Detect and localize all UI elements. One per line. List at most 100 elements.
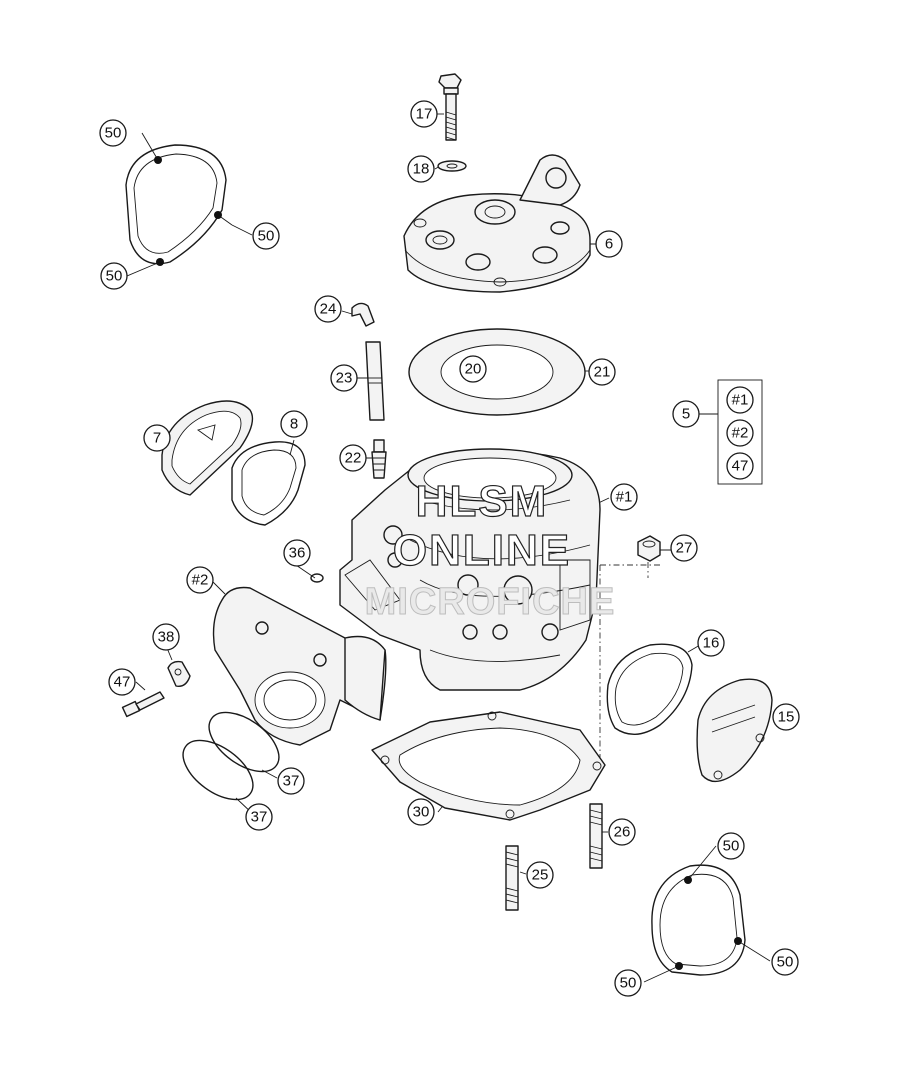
callout-37-upper: 37 <box>277 767 305 795</box>
bolt-17 <box>438 73 462 141</box>
nipple-22 <box>371 439 387 479</box>
svg-text:47: 47 <box>114 674 131 691</box>
callout-screw-47: 47 <box>108 668 136 696</box>
svg-text:7: 7 <box>153 430 161 447</box>
svg-text:18: 18 <box>413 161 430 178</box>
callout-50-a: 50 <box>99 119 127 147</box>
base-gasket-30 <box>371 711 606 821</box>
center-lines <box>599 562 660 770</box>
intake-manifold-2 <box>212 586 387 746</box>
plate-38 <box>167 660 191 687</box>
stud-26 <box>589 803 603 869</box>
callout-50-c: 50 <box>100 262 128 290</box>
watermark-line-3: MICROFICHE <box>365 581 616 623</box>
seal-50-lower <box>651 864 746 976</box>
watermark-line-1: HLSM <box>416 477 549 526</box>
seal-50-upper <box>125 144 227 266</box>
svg-text:38: 38 <box>158 629 175 646</box>
watermark: HLSM ONLINE MICROFICHE <box>364 476 616 623</box>
callout-50-d: 50 <box>717 832 745 860</box>
leader-lines <box>126 113 771 983</box>
callout-cylinder-1: #1 <box>610 483 638 511</box>
svg-text:15: 15 <box>778 709 795 726</box>
callout-37-lower: 37 <box>245 803 273 831</box>
callout-50-f: 50 <box>614 969 642 997</box>
svg-text:50: 50 <box>258 228 275 245</box>
o-ring-36 <box>310 573 324 583</box>
callout-21: 21 <box>588 358 616 386</box>
svg-text:47: 47 <box>732 458 749 475</box>
svg-text:20: 20 <box>465 361 482 378</box>
svg-text:5: 5 <box>682 406 690 423</box>
callout-15: 15 <box>772 703 800 731</box>
screw-47 <box>121 691 165 718</box>
svg-text:50: 50 <box>777 954 794 971</box>
washer-18 <box>437 160 467 172</box>
callout-5: 5 <box>672 400 700 428</box>
stud-25 <box>505 845 519 911</box>
svg-text:24: 24 <box>320 301 337 318</box>
callout-24: 24 <box>314 295 342 323</box>
svg-text:36: 36 <box>289 545 306 562</box>
kit-box-5 <box>717 379 763 485</box>
svg-text:27: 27 <box>676 540 693 557</box>
hose-23 <box>365 341 385 421</box>
callout-16: 16 <box>697 629 725 657</box>
svg-text:26: 26 <box>614 824 631 841</box>
svg-text:22: 22 <box>345 450 362 467</box>
cover-15 <box>696 678 773 783</box>
svg-text:25: 25 <box>532 867 549 884</box>
cover-gasket-8 <box>231 441 306 526</box>
svg-text:16: 16 <box>703 635 720 652</box>
callout-22: 22 <box>339 444 367 472</box>
callout-25: 25 <box>526 861 554 889</box>
callout-20: 20 <box>459 355 487 383</box>
callout-kit-1: #1 <box>726 386 754 414</box>
callout-kit-47: 47 <box>726 452 754 480</box>
callout-30: 30 <box>407 798 435 826</box>
svg-text:#2: #2 <box>732 425 749 442</box>
svg-text:37: 37 <box>251 809 268 826</box>
svg-text:50: 50 <box>723 838 740 855</box>
callout-manifold-2: #2 <box>186 566 214 594</box>
o-ring-37-lower <box>182 739 254 801</box>
o-ring-37-upper <box>208 711 280 773</box>
cover-gasket-16 <box>606 643 693 735</box>
elbow-fitting-24 <box>351 302 375 327</box>
cover-gasket-7 <box>161 400 254 496</box>
svg-text:#1: #1 <box>732 392 749 409</box>
callout-18: 18 <box>407 155 435 183</box>
svg-text:17: 17 <box>416 106 433 123</box>
callout-6: 6 <box>595 230 623 258</box>
head-gasket-21 <box>408 328 586 416</box>
svg-text:50: 50 <box>105 125 122 142</box>
callout-kit-2: #2 <box>726 419 754 447</box>
cylinder-head-6 <box>403 154 591 293</box>
cylinder-1 <box>339 448 601 691</box>
svg-text:37: 37 <box>283 773 300 790</box>
svg-text:#2: #2 <box>192 572 209 589</box>
callout-50-b: 50 <box>252 222 280 250</box>
svg-text:8: 8 <box>290 416 298 433</box>
svg-text:50: 50 <box>106 268 123 285</box>
svg-text:30: 30 <box>413 804 430 821</box>
callout-50-e: 50 <box>771 948 799 976</box>
svg-text:#1: #1 <box>616 489 633 506</box>
svg-text:21: 21 <box>594 364 611 381</box>
watermark-line-2: ONLINE <box>393 526 571 575</box>
nut-27 <box>637 535 661 562</box>
svg-text:23: 23 <box>336 370 353 387</box>
callout-26: 26 <box>608 818 636 846</box>
callout-7: 7 <box>143 424 171 452</box>
callout-23: 23 <box>330 364 358 392</box>
callout-36: 36 <box>283 539 311 567</box>
callout-27: 27 <box>670 534 698 562</box>
callout-17: 17 <box>410 100 438 128</box>
callout-8: 8 <box>280 410 308 438</box>
svg-text:6: 6 <box>605 236 613 253</box>
callout-bubbles: 17 18 6 24 20 21 23 5 7 8 22 #1 #1 #2 #2… <box>99 100 800 997</box>
svg-text:50: 50 <box>620 975 637 992</box>
callout-38: 38 <box>152 623 180 651</box>
